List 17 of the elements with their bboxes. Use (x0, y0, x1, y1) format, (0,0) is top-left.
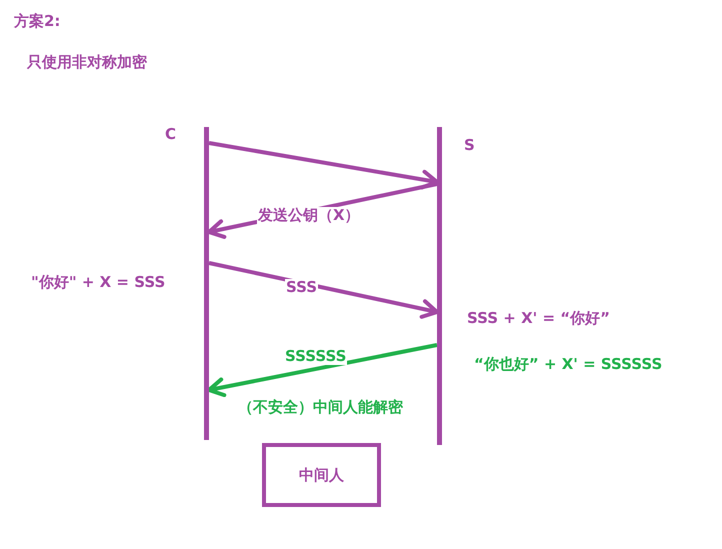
arrow (208, 141, 439, 190)
arrow (207, 343, 438, 398)
note: （不安全）中间人能解密 (238, 398, 403, 416)
formula: “你也好” + X' = SSSSSS (474, 355, 662, 373)
participant-label: S (464, 136, 475, 154)
box-label: 中间人 (299, 466, 344, 484)
edge-label: SSSSSS (284, 348, 348, 364)
formula: "你好" + X = SSS (31, 273, 166, 291)
formula: SSS + X' = “你好” (467, 309, 610, 327)
arrow (208, 261, 439, 319)
participant-label: C (165, 125, 176, 143)
lifeline (437, 127, 442, 445)
lifeline (204, 127, 209, 440)
edge-label: SSS (285, 279, 318, 296)
title: 方案2: (14, 12, 60, 30)
process-box (262, 443, 381, 507)
subtitle: 只使用非对称加密 (27, 53, 147, 71)
